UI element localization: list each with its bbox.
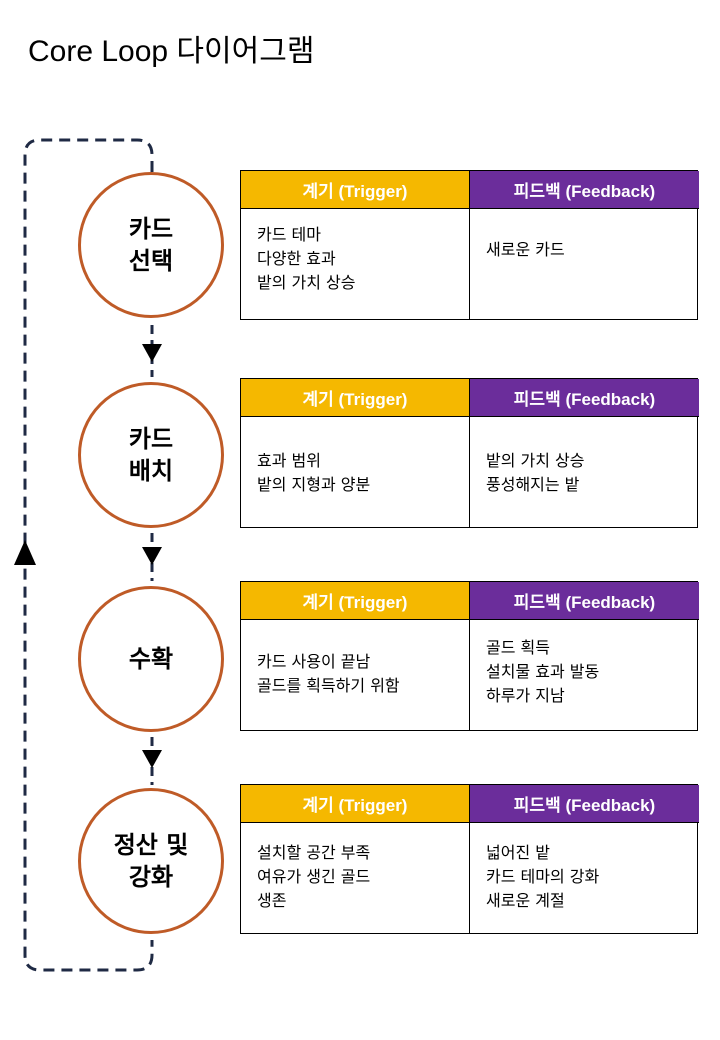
trigger-item: 카드 테마 [257, 225, 321, 244]
stage-label-line: 선택 [128, 247, 174, 275]
trigger-item: 여유가 생긴 골드 [257, 867, 371, 886]
stage-card-select: 카드 선택 [78, 172, 224, 318]
trigger-item: 다양한 효과 [257, 249, 336, 268]
arrow-down-icon [142, 547, 162, 565]
trigger-header: 계기 (Trigger) [241, 582, 470, 620]
trigger-feedback-table: 계기 (Trigger) 피드백 (Feedback) 카드 테마 다양한 효과… [240, 170, 699, 320]
stage-card-place: 카드 배치 [78, 382, 224, 528]
stage-label-line: 카드 [128, 215, 174, 243]
trigger-item: 골드를 획득하기 위함 [257, 676, 400, 695]
trigger-header: 계기 (Trigger) [241, 379, 470, 417]
feedback-item: 하루가 지남 [486, 686, 565, 705]
arrow-down-icon [142, 750, 162, 768]
feedback-item: 골드 획득 [486, 638, 550, 657]
trigger-cell: 카드 테마 다양한 효과 밭의 가치 상승 [241, 209, 470, 319]
stage-settle-upgrade: 정산 및 강화 [78, 788, 224, 934]
trigger-header: 계기 (Trigger) [241, 785, 470, 823]
feedback-item: 설치물 효과 발동 [486, 662, 600, 681]
feedback-item: 풍성해지는 밭 [486, 475, 580, 494]
trigger-item: 생존 [257, 891, 287, 910]
feedback-item: 밭의 가치 상승 [486, 451, 585, 470]
trigger-item: 밭의 지형과 양분 [257, 475, 371, 494]
stage-label-line: 배치 [128, 457, 174, 485]
feedback-header: 피드백 (Feedback) [470, 379, 699, 417]
stage-label-line: 강화 [128, 863, 174, 891]
stage-label-line: 카드 [128, 425, 174, 453]
feedback-cell: 골드 획득 설치물 효과 발동 하루가 지남 [470, 620, 699, 730]
arrow-down-icon [142, 344, 162, 362]
stage-label-line: 수확 [128, 645, 174, 673]
trigger-feedback-table: 계기 (Trigger) 피드백 (Feedback) 설치할 공간 부족 여유… [240, 784, 699, 934]
trigger-feedback-table: 계기 (Trigger) 피드백 (Feedback) 카드 사용이 끝남 골드… [240, 581, 699, 731]
trigger-header: 계기 (Trigger) [241, 171, 470, 209]
trigger-item: 효과 범위 [257, 451, 321, 470]
feedback-cell: 새로운 카드 [470, 209, 699, 319]
feedback-item: 새로운 계절 [486, 891, 565, 910]
feedback-header: 피드백 (Feedback) [470, 785, 699, 823]
trigger-cell: 설치할 공간 부족 여유가 생긴 골드 생존 [241, 823, 470, 933]
trigger-item: 설치할 공간 부족 [257, 843, 371, 862]
trigger-item: 카드 사용이 끝남 [257, 652, 371, 671]
feedback-cell: 밭의 가치 상승 풍성해지는 밭 [470, 417, 699, 527]
trigger-cell: 효과 범위 밭의 지형과 양분 [241, 417, 470, 527]
feedback-item: 카드 테마의 강화 [486, 867, 600, 886]
trigger-feedback-table: 계기 (Trigger) 피드백 (Feedback) 효과 범위 밭의 지형과… [240, 378, 699, 528]
arrow-up-icon [14, 540, 36, 565]
feedback-cell: 넓어진 밭 카드 테마의 강화 새로운 계절 [470, 823, 699, 933]
feedback-item: 새로운 카드 [486, 240, 565, 259]
trigger-cell: 카드 사용이 끝남 골드를 획득하기 위함 [241, 620, 470, 730]
page-title: Core Loop 다이어그램 [28, 35, 315, 68]
feedback-header: 피드백 (Feedback) [470, 171, 699, 209]
trigger-item: 밭의 가치 상승 [257, 273, 356, 292]
stage-harvest: 수확 [78, 586, 224, 732]
stage-label-line: 정산 및 [113, 831, 189, 859]
feedback-header: 피드백 (Feedback) [470, 582, 699, 620]
feedback-item: 넓어진 밭 [486, 843, 550, 862]
